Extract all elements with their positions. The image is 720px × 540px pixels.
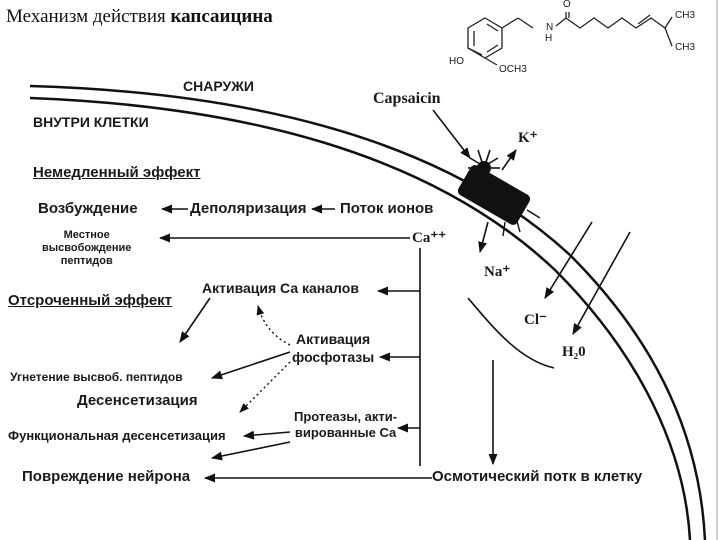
arrow-proteases-to-functional xyxy=(242,430,291,440)
arrow-to-delayed-down xyxy=(179,297,211,343)
arrow-water xyxy=(572,231,631,335)
arrow-capsaicin xyxy=(432,109,471,159)
dotted-phosph-to-desens xyxy=(239,361,291,413)
label-carbonyl-o: O xyxy=(563,0,571,10)
arrow-phosph-to-inhibition xyxy=(210,351,291,380)
dotted-phosph-to-ca xyxy=(256,305,291,346)
arrow-cl xyxy=(544,221,593,299)
membrane-inner-line xyxy=(29,96,692,540)
flow-arrows xyxy=(158,204,498,483)
dotted-arrows xyxy=(239,305,291,413)
osmotic-curve xyxy=(467,297,555,369)
label-k: K⁺ xyxy=(518,130,538,146)
label-desensitization: Десенсетизация xyxy=(77,392,198,409)
label-outside: СНАРУЖИ xyxy=(183,78,254,94)
label-phosphatase-line2: фосфотазы xyxy=(292,349,375,365)
label-proteases-line1: Протеазы, акти- xyxy=(294,409,398,424)
label-ion-flow: Поток ионов xyxy=(340,200,434,217)
label-immediate-effect: Немедленный эффект xyxy=(33,164,201,181)
label-peptide-release: Местное высвобождение пептидов xyxy=(42,229,131,268)
slide-title: Механизм действия капсаицина xyxy=(6,6,273,28)
arrow-na xyxy=(478,221,489,254)
label-amide-h: H xyxy=(545,33,553,44)
ion-channel xyxy=(457,149,541,237)
label-inside: ВНУТРИ КЛЕТКИ xyxy=(33,114,149,130)
label-depolarization: Деполяризация xyxy=(190,200,307,217)
label-methoxy: OCH3 xyxy=(499,64,527,75)
membrane-outer-line xyxy=(29,84,707,540)
label-functional-desensitization: Функциональная десенсетизация xyxy=(8,428,226,443)
label-inhibition: Угнетение высвоб. пептидов xyxy=(10,370,183,384)
label-phosphatase: Активация фосфотазы xyxy=(292,330,374,366)
label-methyl-top: CH3 xyxy=(675,10,696,21)
alkene-double-bond xyxy=(637,14,651,25)
capsaicin-structure xyxy=(467,12,673,66)
label-cl: Cl⁻ xyxy=(524,312,547,328)
oh-bond xyxy=(467,47,483,56)
label-peptide-release-line1: Местное xyxy=(63,229,110,241)
label-proteases: Протеазы, акти- вированные Са xyxy=(294,409,397,441)
label-osmotic-flow: Осмотический потк в клетку xyxy=(432,468,643,485)
label-neuron-damage: Повреждение нейрона xyxy=(22,468,191,485)
label-proteases-line2: вированные Са xyxy=(294,425,397,440)
label-phosphatase-line1: Активация xyxy=(296,331,371,347)
label-na: Na⁺ xyxy=(484,264,511,280)
label-water: H₂0 xyxy=(562,344,586,360)
label-peptide-release-line3: пептидов xyxy=(60,255,113,267)
ch2-bond xyxy=(501,17,519,29)
arrow-proteases-to-damage xyxy=(210,441,291,461)
label-ho: HO xyxy=(449,56,464,67)
label-methyl-bottom: CH3 xyxy=(675,42,696,53)
title-bold: капсаицина xyxy=(170,6,273,27)
alkyl-chain xyxy=(565,17,666,29)
label-excitation: Возбуждение xyxy=(38,200,138,217)
ion-arrows xyxy=(432,109,631,369)
label-ca: Ca⁺⁺ xyxy=(412,230,447,246)
label-delayed-effect: Отсроченный эффект xyxy=(8,292,173,309)
n-c-bond xyxy=(555,17,567,27)
label-peptide-release-line2: высвобождение xyxy=(42,242,132,254)
ome-bond xyxy=(484,57,498,66)
label-ca-channels: Активация Са каналов xyxy=(202,280,359,296)
label-capsaicin: Capsaicin xyxy=(373,90,441,107)
arrow-k xyxy=(501,149,517,171)
title-regular: Механизм действия xyxy=(6,6,166,27)
label-amide-n: N xyxy=(546,22,554,33)
benzene-ring xyxy=(467,17,503,59)
